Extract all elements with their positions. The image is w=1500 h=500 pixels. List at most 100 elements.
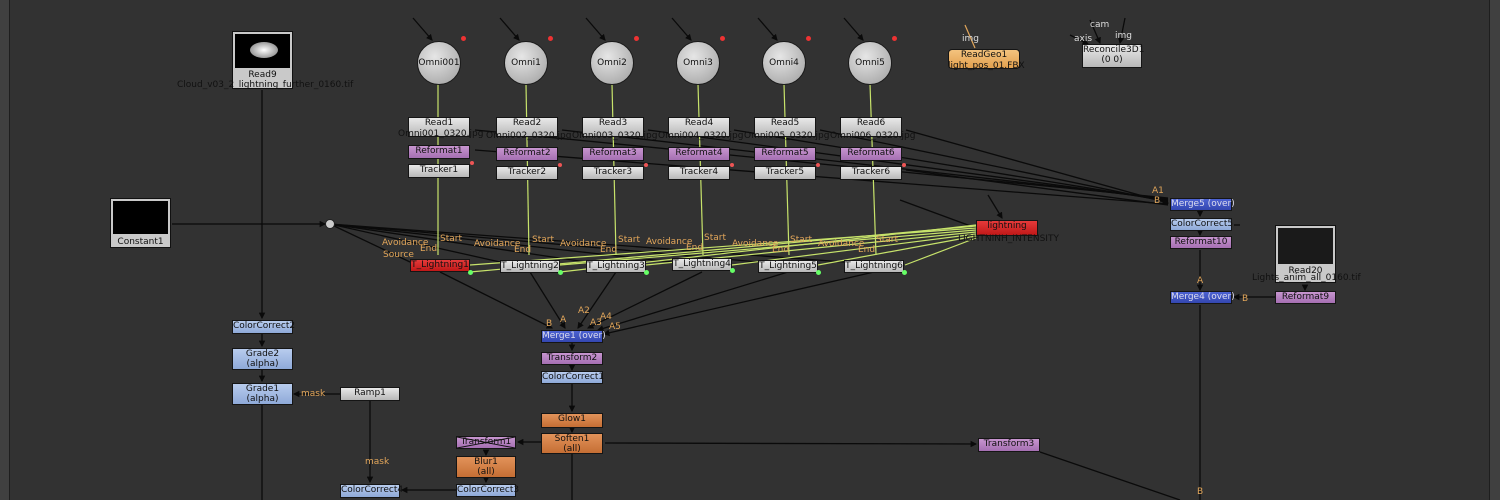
t-lightning5-node[interactable]: T_Lightning5 [758, 260, 818, 273]
reconcile3d1-node[interactable]: Reconcile3D1 (0 0) [1082, 44, 1144, 68]
input-label: End [420, 244, 438, 254]
colorcorrect3-node[interactable]: ColorCorrect3 [456, 484, 520, 497]
transform2-node[interactable]: Transform2 [541, 352, 603, 365]
omni-node-6[interactable]: Omni5 [848, 41, 892, 85]
omni-node-4[interactable]: Omni3 [676, 41, 720, 85]
viewer-dot-icon [558, 270, 563, 275]
viewer-dot-icon [644, 270, 649, 275]
input-label: Avoidance [474, 239, 521, 249]
merge1-node[interactable]: Merge1 (over) [541, 330, 606, 343]
reformat10-node[interactable]: Reformat10 [1170, 236, 1232, 249]
status-dot-icon [644, 163, 648, 167]
read9-title: Read9 [248, 70, 277, 80]
omni-node-5[interactable]: Omni4 [762, 41, 806, 85]
input-label: Avoidance [382, 238, 429, 248]
input-label: Source [383, 250, 414, 260]
reformat2-node[interactable]: Reformat2 [496, 147, 558, 161]
grade2-node[interactable]: Grade2 (alpha) [232, 348, 293, 370]
status-dot-icon [816, 163, 820, 167]
read9-node[interactable]: Read9 [232, 31, 293, 89]
omni-node-2[interactable]: Omni1 [504, 41, 548, 85]
read3-title: Read3 [598, 118, 628, 128]
tracker1-node[interactable]: Tracker1 [408, 164, 470, 178]
input-label: Start [704, 233, 726, 243]
dot-icon[interactable] [325, 219, 335, 229]
blur1-title: Blur1 [474, 457, 498, 467]
disabled-icon [457, 437, 515, 448]
read1-node[interactable]: Read1 [408, 117, 470, 137]
read4-node[interactable]: Read4 [668, 117, 730, 137]
transform1-node[interactable]: Transform1 [456, 436, 516, 449]
input-label: A1 [1152, 186, 1164, 196]
grade2-sub: (alpha) [246, 359, 279, 369]
reformat6-node[interactable]: Reformat6 [840, 147, 902, 161]
tracker3-node[interactable]: Tracker3 [582, 166, 644, 180]
input-label: img [1115, 31, 1132, 41]
input-label: Start [790, 235, 812, 245]
status-dot-icon [730, 163, 734, 167]
omni-node-3[interactable]: Omni2 [590, 41, 634, 85]
readgeo1-node[interactable]: ReadGeo1 [948, 49, 1020, 69]
read6-file-label: Omni006_0320.jpg [830, 131, 916, 141]
input-label: A5 [609, 322, 621, 332]
input-label: Avoidance [732, 239, 779, 249]
tracker5-node[interactable]: Tracker5 [754, 166, 816, 180]
readgeo1-title: ReadGeo1 [960, 50, 1008, 60]
reformat9-node[interactable]: Reformat9 [1275, 291, 1336, 304]
transform3-node[interactable]: Transform3 [978, 438, 1040, 452]
reformat4-node[interactable]: Reformat4 [668, 147, 730, 161]
read5-title: Read5 [770, 118, 800, 128]
lightning-node[interactable]: lightning [976, 220, 1038, 236]
input-label: Avoidance [646, 237, 693, 247]
merge4-node[interactable]: Merge4 (over) [1170, 291, 1235, 304]
left-panel-edge [0, 0, 10, 500]
input-label: End [686, 243, 704, 253]
omni-light-icon [720, 36, 725, 41]
read5-node[interactable]: Read5 [754, 117, 816, 137]
t-lightning1-node[interactable]: T_Lightning1 [410, 259, 470, 272]
t-lightning4-node[interactable]: T_Lightning4 [672, 258, 732, 271]
reformat5-node[interactable]: Reformat5 [754, 147, 816, 161]
t-lightning2-node[interactable]: T_Lightning2 [500, 260, 560, 273]
input-label: B [1242, 294, 1249, 304]
input-label: B [1197, 487, 1204, 497]
reformat3-node[interactable]: Reformat3 [582, 147, 644, 161]
ramp1-node[interactable]: Ramp1 [340, 387, 400, 401]
merge5-node[interactable]: Merge5 (over) [1170, 198, 1235, 211]
colorcorrect4-node[interactable]: ColorCorrect4 [340, 484, 403, 498]
read20-node[interactable]: Read20 [1275, 225, 1336, 283]
grade1-node[interactable]: Grade1 (alpha) [232, 383, 293, 405]
read1-file-label: Omni001_0320.jpg [398, 129, 484, 139]
colorcorrect2-node[interactable]: ColorCorrect2 [232, 320, 295, 334]
input-label: axis [1074, 34, 1093, 44]
read4-file-label: Omni004_0320.jpg [658, 131, 744, 141]
read6-node[interactable]: Read6 [840, 117, 902, 137]
read3-node[interactable]: Read3 [582, 117, 644, 137]
input-label: A2 [578, 306, 590, 316]
tracker6-node[interactable]: Tracker6 [840, 166, 902, 180]
input-label: End [772, 245, 790, 255]
reformat1-node[interactable]: Reformat1 [408, 145, 470, 159]
read2-node[interactable]: Read2 [496, 117, 558, 137]
colorcorrect1-node[interactable]: ColorCorrect1 [541, 371, 605, 384]
colorcorrect5-node[interactable]: ColorCorrect5 [1170, 218, 1234, 231]
blur1-node[interactable]: Blur1 (all) [456, 456, 516, 478]
read2-title: Read2 [512, 118, 542, 128]
input-label: A [1197, 276, 1204, 286]
tracker2-node[interactable]: Tracker2 [496, 166, 558, 180]
status-dot-icon [558, 163, 562, 167]
read2-file-label: Omni002_0320.jpg [486, 131, 572, 141]
image-thumbnail-icon [235, 34, 290, 68]
glow1-node[interactable]: Glow1 [541, 413, 603, 428]
input-label: Start [440, 234, 462, 244]
image-thumbnail-icon [1278, 228, 1333, 264]
soften1-node[interactable]: Soften1 (all) [541, 433, 603, 454]
constant1-node[interactable]: Constant1 [110, 198, 171, 248]
t-lightning6-node[interactable]: T_Lightning6 [844, 260, 904, 273]
omni-node-1[interactable]: Omni001 [417, 41, 461, 85]
t-lightning3-node[interactable]: T_Lightning3 [586, 260, 646, 273]
tracker4-node[interactable]: Tracker4 [668, 166, 730, 180]
right-panel-edge [1489, 0, 1500, 500]
grade1-title: Grade1 [245, 384, 280, 394]
